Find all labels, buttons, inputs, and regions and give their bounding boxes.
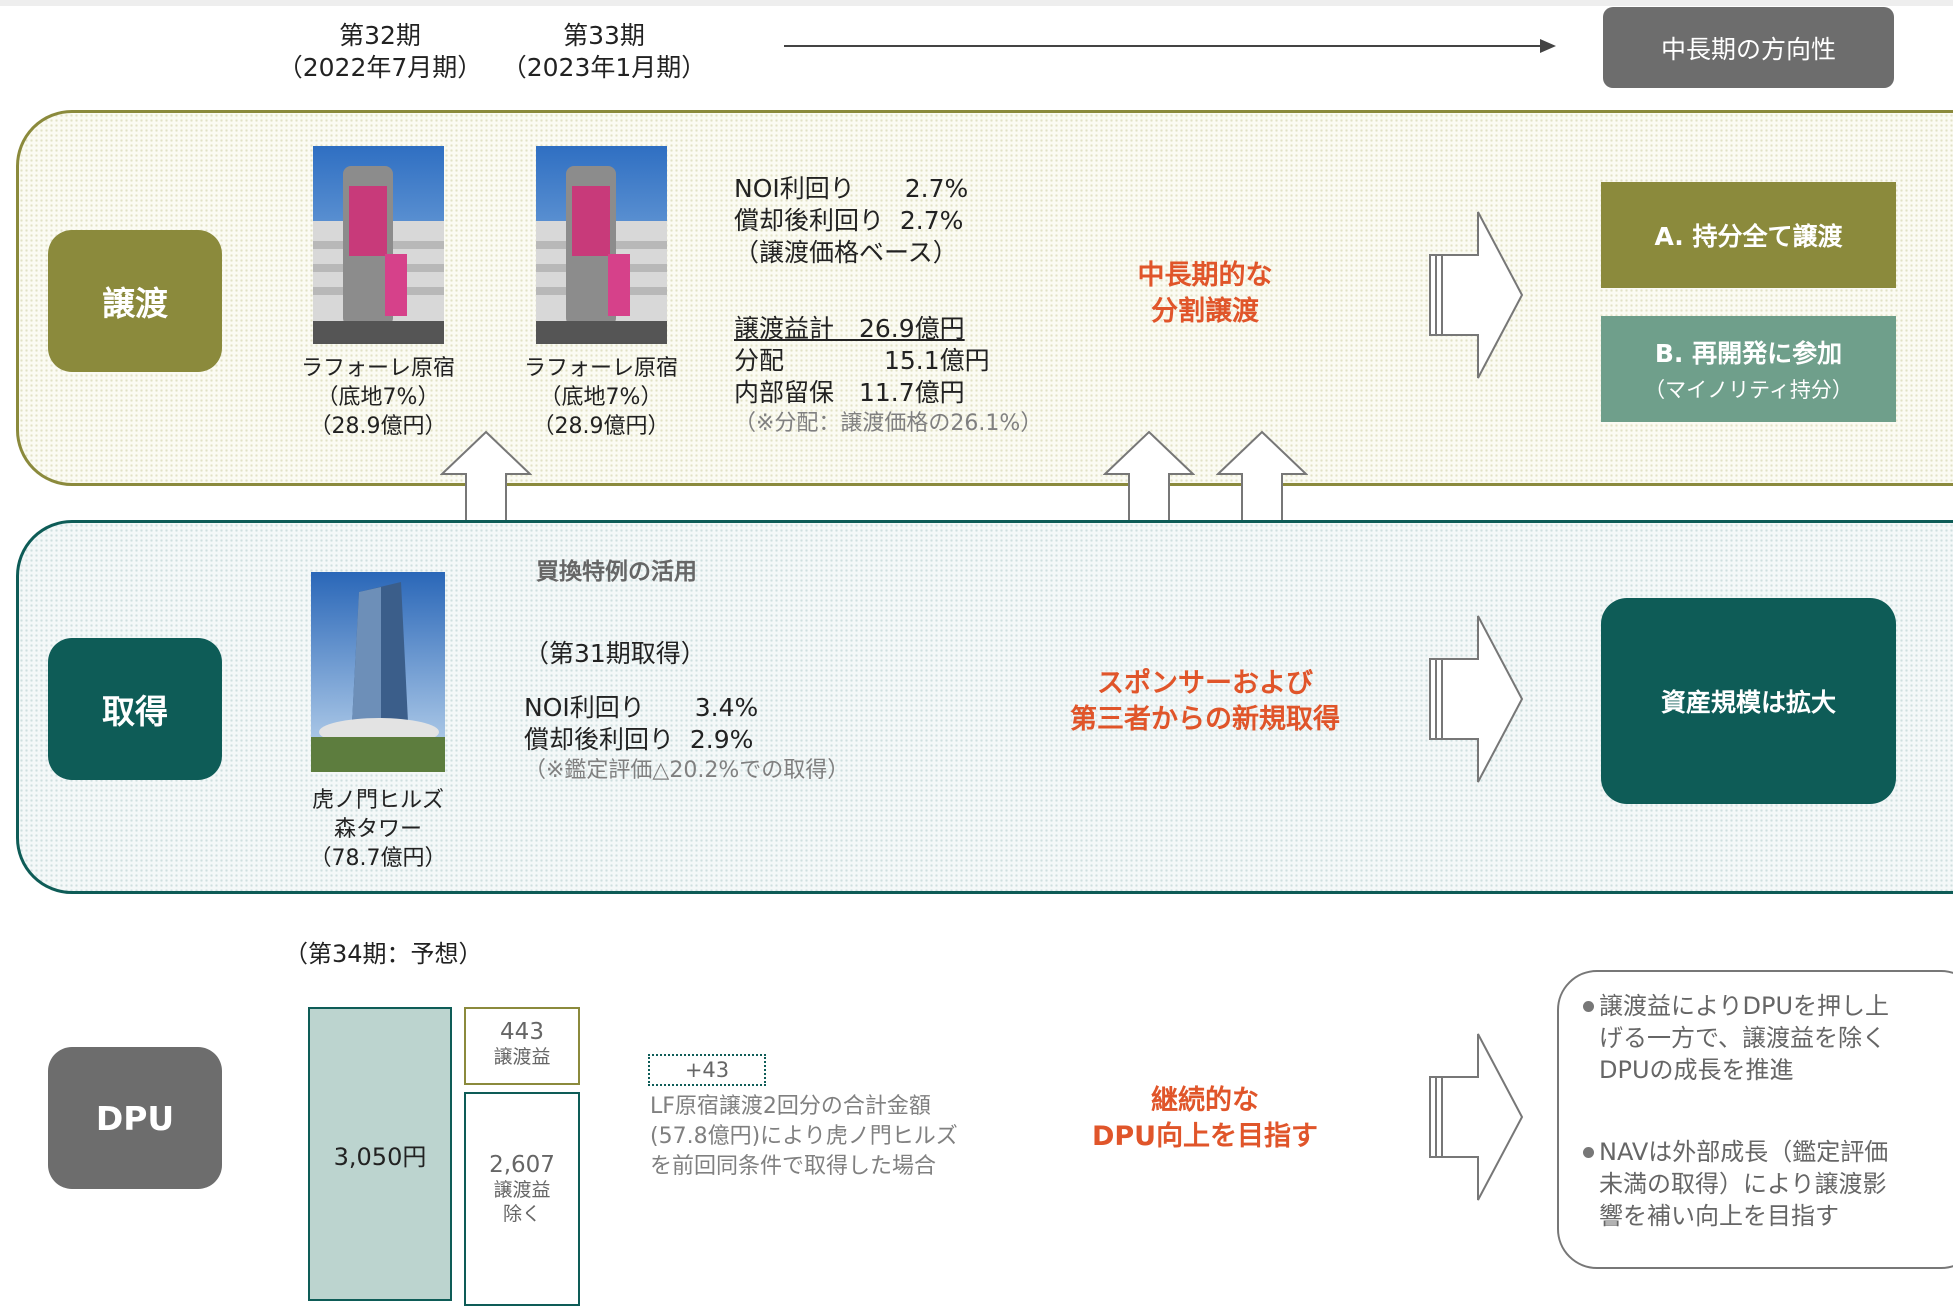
- top-strip: [0, 0, 1953, 6]
- toranomon-price: （78.7億円）: [309, 846, 447, 871]
- direction-badge: 中長期の方向性: [1603, 7, 1894, 88]
- dpu-total-bar: 3,050円: [308, 1007, 452, 1301]
- dpu-note-1-line1: 譲渡益によりDPUを押し上: [1599, 992, 1890, 1020]
- period-32-header: 第32期 （2022年7月期）: [270, 20, 490, 84]
- property1-share: （底地7%）: [316, 385, 440, 410]
- acquisition-strategy-line2: 第三者からの新規取得: [1070, 704, 1340, 735]
- period-32-date: （2022年7月期）: [277, 53, 483, 82]
- dpu-note-2: NAVは外部成長（鑑定評価 未満の取得）により譲渡影 響を補い向上を目指す: [1583, 1136, 1953, 1232]
- chevron-arrow-icon: [1429, 1033, 1524, 1201]
- toranomon-caption: 虎ノ門ヒルズ 森タワー （78.7億円）: [278, 786, 478, 873]
- acquisition-strategy: スポンサーおよび 第三者からの新規取得: [1040, 666, 1370, 738]
- transfer-gain-block: 譲渡益計 26.9億円 分配 15.1億円 内部留保 11.7億円 （※分配：譲…: [734, 313, 1042, 439]
- asset-expansion-box: 資産規模は拡大: [1601, 598, 1896, 804]
- dpu-strategy-line1: 継続的な: [1151, 1085, 1259, 1116]
- transfer-strategy: 中長期的な 分割譲渡: [1090, 258, 1320, 330]
- bullet-dot-icon: [1583, 1001, 1594, 1012]
- chevron-arrow-icon: [1429, 211, 1524, 379]
- dpu-note-2-line2: 未満の取得）により譲渡影: [1599, 1170, 1887, 1198]
- acquisition-strategy-line1: スポンサーおよび: [1097, 668, 1313, 699]
- acquisition-yield-block: （第31期取得） NOI利回り 3.4% 償却後利回り 2.9% （※鑑定評価△…: [524, 638, 849, 786]
- transfer-strategy-line2: 分割譲渡: [1151, 296, 1259, 327]
- acquisition-depr-yield: 償却後利回り 2.9%: [524, 725, 754, 754]
- dpu-category: DPU: [48, 1047, 222, 1189]
- chevron-arrow-icon: [1429, 615, 1524, 783]
- dpu-scenario-line1: LF原宿譲渡2回分の合計金額: [650, 1094, 931, 1119]
- dpu-note-2-line3: 響を補い向上を目指す: [1599, 1202, 1839, 1230]
- dpu-gain-bar: 443 譲渡益: [464, 1007, 580, 1085]
- transfer-noi-yield: NOI利回り 2.7%: [734, 174, 969, 203]
- acquisition-noi-yield: NOI利回り 3.4%: [524, 693, 759, 722]
- transfer-strategy-line1: 中長期的な: [1137, 260, 1273, 291]
- dpu-notes-box: 譲渡益によりDPUを押し上 げる一方で、譲渡益を除く DPUの成長を推進 NAV…: [1557, 970, 1953, 1269]
- property2-name: ラフォーレ原宿: [523, 356, 678, 381]
- gain-note: （※分配：譲渡価格の26.1%）: [734, 411, 1043, 436]
- dpu-excl-bar: 2,607 譲渡益 除く: [464, 1092, 580, 1306]
- acquisition-period: （第31期取得）: [524, 639, 706, 668]
- toranomon-name-2: 森タワー: [333, 817, 422, 842]
- property2-share: （底地7%）: [539, 385, 663, 410]
- dpu-forecast-label: （第34期：予想）: [284, 940, 483, 968]
- option-b-box: B. 再開発に参加 （マイノリティ持分）: [1601, 316, 1896, 422]
- period-33-date: （2023年1月期）: [501, 53, 707, 82]
- gain-total: 譲渡益計 26.9億円: [734, 314, 965, 343]
- dpu-note-1: 譲渡益によりDPUを押し上 げる一方で、譲渡益を除く DPUの成長を推進: [1583, 990, 1953, 1086]
- period-33-label: 第33期: [563, 21, 645, 50]
- property2-price: （28.9億円）: [532, 414, 670, 439]
- gain-retained: 内部留保 11.7億円: [734, 378, 965, 407]
- option-b-title: B. 再開発に参加: [1654, 339, 1843, 368]
- dpu-excl-label-2: 除く: [502, 1203, 541, 1225]
- gain-distribution: 分配 15.1億円: [734, 346, 990, 375]
- transfer-category: 譲渡: [48, 230, 222, 372]
- period-33-header: 第33期 （2023年1月期）: [494, 20, 714, 84]
- property1-price: （28.9億円）: [309, 414, 447, 439]
- dpu-note-1-line2: げる一方で、譲渡益を除く: [1599, 1024, 1887, 1052]
- dpu-strategy-line2: DPU向上を目指す: [1091, 1121, 1319, 1152]
- dpu-total-value: 3,050円: [333, 1143, 427, 1171]
- dpu-scenario-line2: (57.8億円)により虎ノ門ヒルズ: [650, 1124, 958, 1149]
- laforet-photo-2: [536, 146, 667, 344]
- toranomon-photo: [311, 572, 445, 772]
- dpu-note-1-line3: DPUの成長を推進: [1599, 1056, 1794, 1084]
- dpu-gain-value: 443: [500, 1019, 544, 1045]
- dpu-scenario: LF原宿譲渡2回分の合計金額 (57.8億円)により虎ノ門ヒルズ を前回同条件で…: [650, 1092, 958, 1182]
- property1-name: ラフォーレ原宿: [300, 356, 455, 381]
- dpu-gain-label: 譲渡益: [493, 1046, 551, 1068]
- transfer-depr-yield: 償却後利回り 2.7%: [734, 206, 964, 235]
- transfer-basis: （譲渡価格ベース）: [734, 238, 958, 267]
- period-32-label: 第32期: [339, 21, 421, 50]
- toranomon-name-1: 虎ノ門ヒルズ: [311, 788, 444, 813]
- dpu-plus-box: +43: [648, 1054, 766, 1086]
- bullet-dot-icon: [1583, 1147, 1594, 1158]
- option-a-box: A. 持分全て譲渡: [1601, 182, 1896, 288]
- laforet-photo-1: [313, 146, 444, 344]
- dpu-excl-value: 2,607: [489, 1152, 555, 1178]
- acquisition-category: 取得: [48, 638, 222, 780]
- dpu-note-2-line1: NAVは外部成長（鑑定評価: [1599, 1138, 1889, 1166]
- property1-caption: ラフォーレ原宿 （底地7%） （28.9億円）: [278, 354, 478, 441]
- dpu-scenario-line3: を前回同条件で取得した場合: [650, 1154, 937, 1179]
- long-arrow-icon: [784, 39, 1556, 53]
- property2-caption: ラフォーレ原宿 （底地7%） （28.9億円）: [501, 354, 701, 441]
- transfer-yield-block: NOI利回り 2.7% 償却後利回り 2.7% （譲渡価格ベース）: [734, 173, 968, 269]
- dpu-excl-label-1: 譲渡益: [493, 1179, 551, 1201]
- dpu-strategy: 継続的な DPU向上を目指す: [1060, 1083, 1350, 1155]
- exchange-label: 買換特例の活用: [536, 559, 697, 585]
- acquisition-note: （※鑑定評価△20.2%での取得）: [524, 758, 850, 783]
- option-b-subtitle: （マイノリティ持分）: [1644, 378, 1853, 402]
